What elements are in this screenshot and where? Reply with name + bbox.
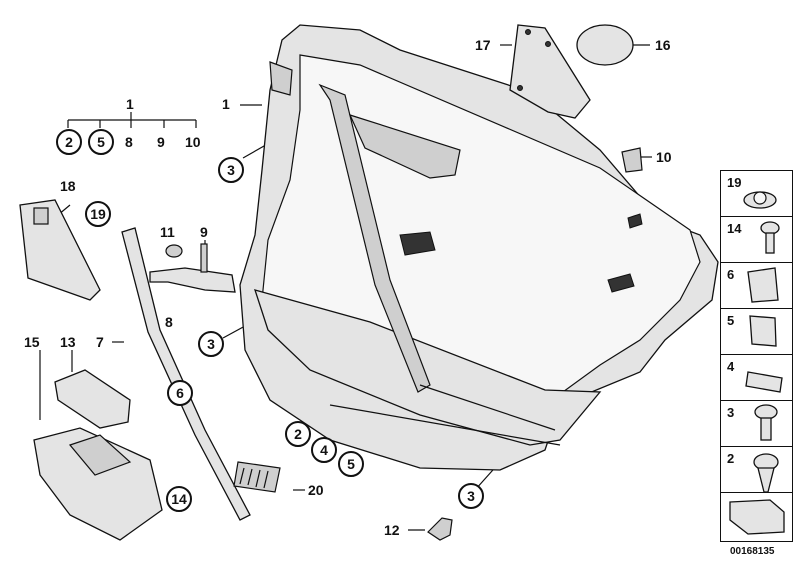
callout-19: 19 <box>85 201 111 227</box>
legend-number: 19 <box>727 175 742 190</box>
legend-cell: 6 <box>721 263 792 309</box>
callout-2: 2 <box>285 421 311 447</box>
clip-strip-icon <box>745 371 783 393</box>
legend-cell: 14 <box>721 217 792 263</box>
label-20: 20 <box>308 482 324 498</box>
label-13: 13 <box>60 334 76 350</box>
label-7: 7 <box>96 334 104 350</box>
clamp-icon <box>747 267 779 303</box>
label-11: 11 <box>160 224 175 240</box>
trim-clip-icon <box>743 191 777 209</box>
label-1-panel: 1 <box>222 96 230 112</box>
legend-cell: 19 <box>721 171 792 217</box>
callout-3-upper: 3 <box>218 157 244 183</box>
label-16: 16 <box>655 37 671 53</box>
label-10-bracket: 10 <box>656 149 672 165</box>
legend-number: 14 <box>727 221 742 236</box>
callout-5-group: 5 <box>88 129 114 155</box>
legend-number: 6 <box>727 267 735 282</box>
fastener-legend: 19 14 6 5 4 3 2 <box>720 170 793 542</box>
callout-3-middle: 3 <box>198 331 224 357</box>
callout-3-lower: 3 <box>458 483 484 509</box>
label-17: 17 <box>475 37 491 53</box>
legend-cell: 2 <box>721 447 792 493</box>
label-12: 12 <box>384 522 400 538</box>
gasket-icon <box>729 499 785 535</box>
label-18: 18 <box>60 178 76 194</box>
spring-clip-icon <box>749 315 777 347</box>
label-15: 15 <box>24 334 40 350</box>
expanding-rivet-icon <box>754 404 778 441</box>
callout-5: 5 <box>338 451 364 477</box>
callout-6: 6 <box>167 380 193 406</box>
handle-parts <box>149 243 236 293</box>
label-8-group: 8 <box>125 134 133 150</box>
screw-icon <box>760 221 780 254</box>
reference-number: 00168135 <box>730 546 775 557</box>
callout-2-group: 2 <box>56 129 82 155</box>
callout-14: 14 <box>166 486 192 512</box>
speaker-parts <box>509 24 634 119</box>
legend-cell: 4 <box>721 355 792 401</box>
legend-number: 3 <box>727 405 735 420</box>
legend-cell: 3 <box>721 401 792 447</box>
trim-strip-7 <box>121 227 251 521</box>
bracket-10 <box>621 147 643 173</box>
legend-cell <box>721 493 792 541</box>
label-8: 8 <box>165 314 173 330</box>
legend-number: 5 <box>727 313 735 328</box>
legend-cell: 5 <box>721 309 792 355</box>
armrest-parts <box>33 369 163 541</box>
legend-number: 2 <box>727 451 735 466</box>
label-9: 9 <box>200 224 208 240</box>
label-1-group: 1 <box>126 96 134 112</box>
plastic-rivet-icon <box>753 453 779 493</box>
fastener-icons <box>729 191 785 535</box>
callout-4: 4 <box>311 437 337 463</box>
legend-number: 4 <box>727 359 735 374</box>
label-9-group: 9 <box>157 134 165 150</box>
label-10-group: 10 <box>185 134 201 150</box>
clip-12 <box>427 517 453 541</box>
door-panel <box>239 24 719 471</box>
trim-18 <box>19 199 101 301</box>
vent-grille-20 <box>233 461 281 493</box>
